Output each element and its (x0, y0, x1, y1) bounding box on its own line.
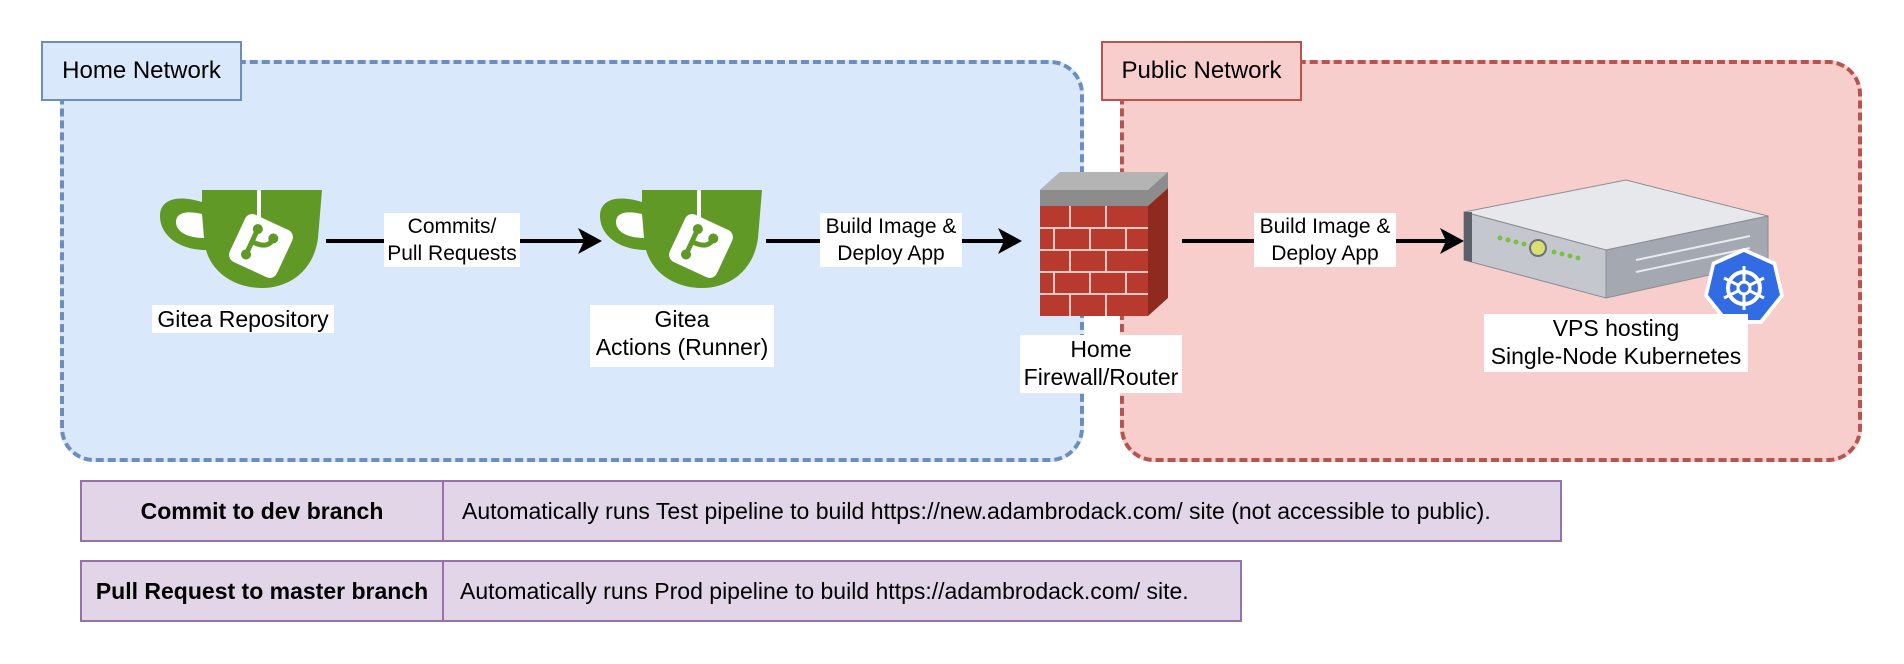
note-key-master: Pull Request to master branch (82, 562, 444, 620)
vps-label-line2: Single-Node Kubernetes (1490, 343, 1742, 369)
home-network-label: Home Network (41, 41, 242, 101)
vps-label: VPS hosting Single-Node Kubernetes (1484, 314, 1748, 372)
rack-server-icon (1463, 179, 1769, 299)
edge-label-commits-line2: Pull Requests (387, 242, 517, 265)
note-value-master: Automatically runs Prod pipeline to buil… (460, 577, 1189, 604)
note-row-master: Pull Request to master branch Automatica… (80, 560, 1242, 622)
gitea-runner-label-line2: Actions (Runner) (595, 334, 769, 360)
edge-label-build2-line2: Deploy App (1271, 242, 1379, 265)
gitea-icon (160, 190, 322, 288)
edge-label-commits-line1: Commits/ (407, 215, 497, 238)
gitea-repo-label: Gitea Repository (152, 305, 334, 333)
note-value-dev: Automatically runs Test pipeline to buil… (462, 497, 1491, 524)
edge-label-build2-line1: Build Image & (1259, 215, 1391, 238)
firewall-label-line1: Home (1070, 336, 1132, 362)
firewall-brick-wall-icon (1040, 172, 1168, 316)
edge-label-build-line2: Deploy App (837, 242, 945, 265)
note-key-dev: Commit to dev branch (82, 482, 444, 540)
gitea-icon (600, 190, 762, 288)
firewall-label-line2: Firewall/Router (1023, 364, 1179, 390)
edge-label-build-deploy-2: Build Image & Deploy App (1254, 213, 1396, 267)
firewall-label: Home Firewall/Router (1020, 335, 1182, 393)
vps-label-line1: VPS hosting (1552, 315, 1680, 341)
edge-label-build-line1: Build Image & (825, 215, 957, 238)
edge-label-build-deploy-1: Build Image & Deploy App (820, 213, 962, 267)
kubernetes-icon (1704, 248, 1784, 324)
public-network-label: Public Network (1101, 41, 1302, 101)
note-row-dev: Commit to dev branch Automatically runs … (80, 480, 1562, 542)
gitea-runner-label: Gitea Actions (Runner) (590, 305, 774, 367)
edge-label-commits: Commits/ Pull Requests (384, 213, 520, 267)
gitea-runner-label-line1: Gitea (654, 306, 710, 332)
